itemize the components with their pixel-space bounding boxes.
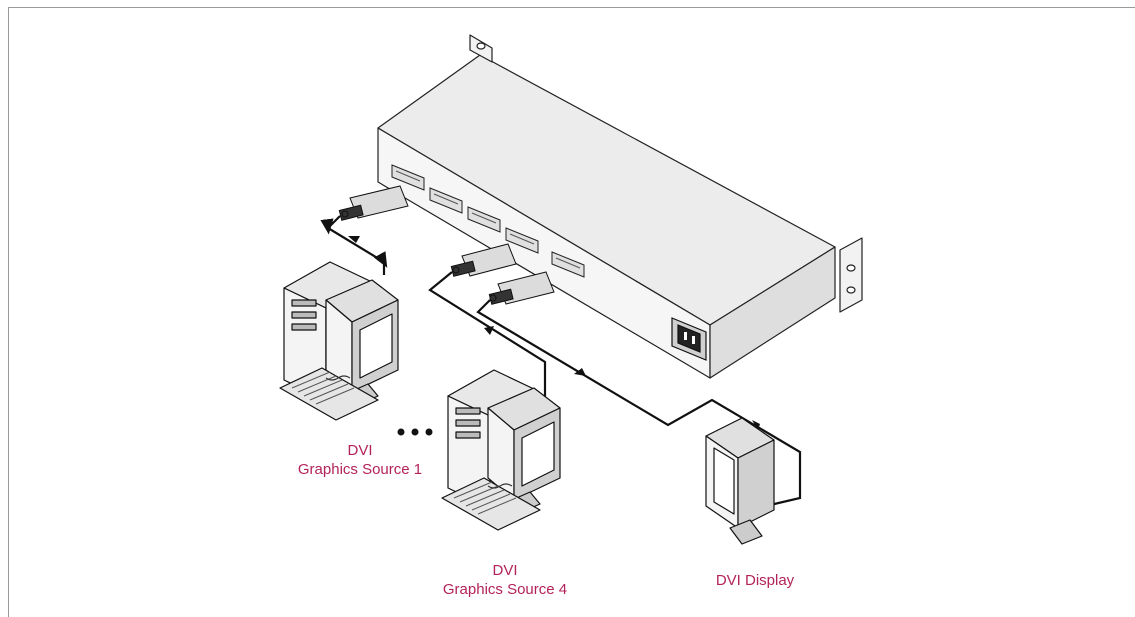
dvi-plug-out xyxy=(488,271,555,305)
dvi-port-2 xyxy=(429,187,463,214)
label-source-1-line2: Graphics Source 1 xyxy=(297,461,423,478)
label-graphics-source-4: DVI Graphics Source 4 xyxy=(420,561,590,599)
cables xyxy=(320,215,802,507)
dvi-port-4 xyxy=(505,227,539,254)
dvi-plug-1 xyxy=(338,185,409,221)
cable-source-4 xyxy=(428,271,547,400)
dvi-port-1 xyxy=(391,164,425,191)
cable-display xyxy=(476,299,802,507)
ellipsis-dots xyxy=(397,428,433,436)
dvi-display-monitor xyxy=(705,417,775,545)
label-source-1-line1: DVI xyxy=(347,442,373,459)
computer-source-4 xyxy=(441,369,561,531)
power-inlet xyxy=(671,317,707,361)
label-source-4-line2: Graphics Source 4 xyxy=(442,581,568,598)
signal-arrows xyxy=(348,236,760,430)
label-display-line1: DVI Display xyxy=(715,572,795,589)
label-source-4-line1: DVI xyxy=(492,562,518,579)
dvi-port-3 xyxy=(467,206,501,233)
dvi-port-out xyxy=(551,251,585,278)
computer-source-1 xyxy=(279,261,399,421)
switcher-unit xyxy=(377,34,863,379)
dvi-plug-2 xyxy=(450,243,517,277)
cable-source-1 xyxy=(320,215,388,275)
dvi-ports xyxy=(391,164,585,278)
label-dvi-display: DVI Display xyxy=(685,571,825,590)
label-graphics-source-1: DVI Graphics Source 1 xyxy=(280,441,440,479)
figure-frame xyxy=(8,7,1135,617)
